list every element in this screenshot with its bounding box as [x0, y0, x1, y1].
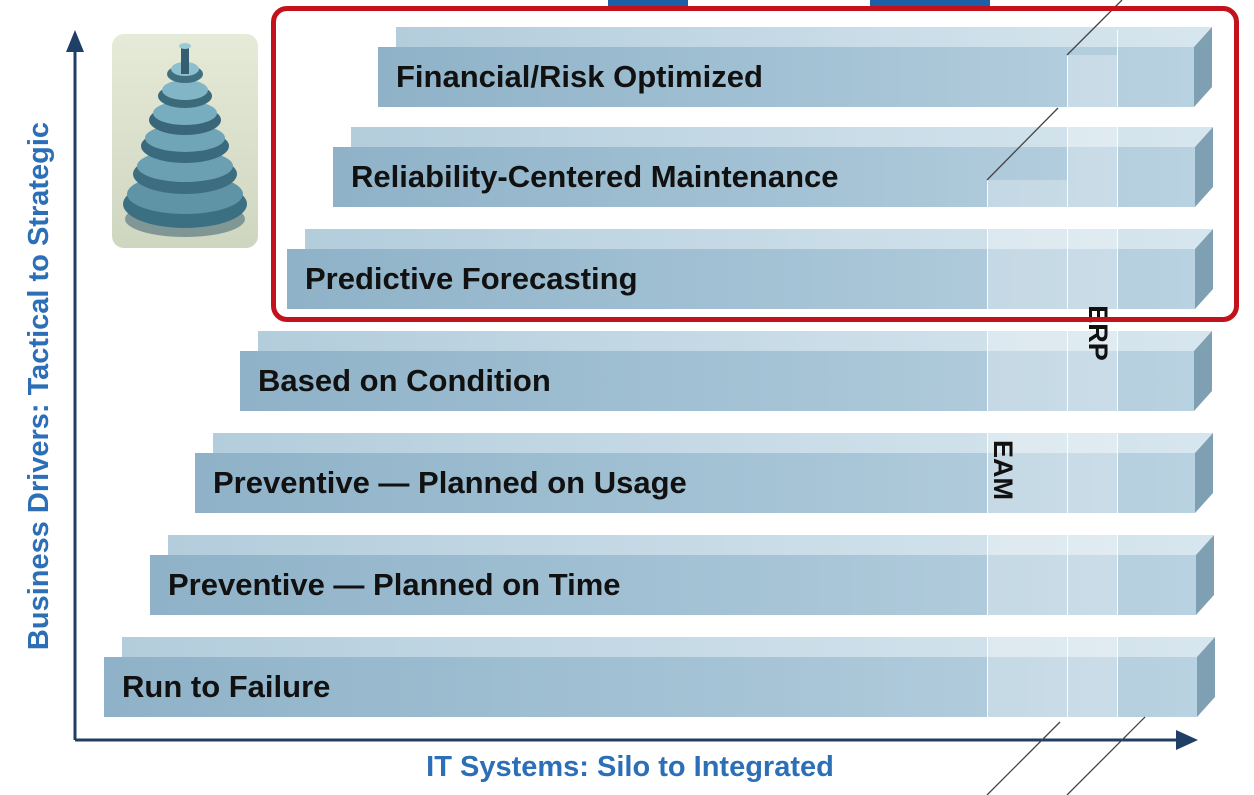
bar-side-face [1195, 433, 1213, 513]
eam-column [987, 180, 1067, 717]
gears-icon [123, 43, 247, 237]
bar-preventive-planned-on-usage: Preventive — Planned on Usage [195, 433, 1213, 513]
bar-label: Reliability-Centered Maintenance [351, 159, 839, 194]
bar-based-on-condition: Based on Condition [240, 331, 1212, 411]
eam-label: EAM [988, 440, 1018, 500]
bar-label: Preventive — Planned on Usage [213, 465, 687, 500]
bar-front-face [287, 249, 1195, 309]
strategic-highlight-box [271, 6, 1239, 322]
bar-side-face [1197, 637, 1215, 717]
title-fragment-left [608, 0, 688, 6]
bar-predictive-forecasting: Predictive Forecasting [287, 229, 1213, 309]
bar-top-face [396, 27, 1212, 47]
bar-front-face [378, 47, 1194, 107]
bar-top-face [213, 433, 1213, 453]
erp-column-edge [1067, 55, 1068, 717]
column-right-edge [1117, 30, 1118, 717]
bar-preventive-planned-on-time: Preventive — Planned on Time [150, 535, 1214, 615]
bar-top-face [122, 637, 1215, 657]
y-axis-label: Business Drivers: Tactical to Strategic [23, 121, 55, 651]
bar-side-face [1194, 331, 1212, 411]
eam-slant-bottom [986, 721, 1061, 795]
bar-label: Based on Condition [258, 363, 551, 398]
bar-front-face [240, 351, 1194, 411]
bar-label: Preventive — Planned on Time [168, 567, 621, 602]
bar-side-face [1195, 229, 1213, 309]
bar-front-face [150, 555, 1196, 615]
bar-top-face [258, 331, 1212, 351]
bar-label: Financial/Risk Optimized [396, 59, 763, 94]
eam-column-edge [987, 180, 988, 717]
x-axis-label: IT Systems: Silo to Integrated [426, 751, 834, 783]
bar-front-face [195, 453, 1195, 513]
bar-label: Predictive Forecasting [305, 261, 638, 296]
bar-front-face [333, 147, 1195, 207]
bar-reliability-centered-maintenance: Reliability-Centered Maintenance [333, 127, 1213, 207]
bar-front-face [104, 657, 1197, 717]
bar-top-face [351, 127, 1213, 147]
gears-photo [112, 34, 258, 248]
title-fragment-right [870, 0, 990, 6]
x-axis-arrowhead [1176, 730, 1198, 750]
bar-top-face [168, 535, 1214, 555]
y-axis-arrowhead [66, 30, 84, 52]
bar-top-face [305, 229, 1213, 249]
eam-slant-top [986, 107, 1059, 181]
bar-label: Run to Failure [122, 669, 331, 704]
erp-slant-bottom [1066, 716, 1146, 795]
bar-side-face [1195, 127, 1213, 207]
bar-side-face [1194, 27, 1212, 107]
bar-run-to-failure: Run to Failure [104, 637, 1215, 717]
bar-financial-risk-optimized: Financial/Risk Optimized [378, 27, 1212, 107]
erp-column [1067, 55, 1117, 717]
bar-side-face [1196, 535, 1214, 615]
